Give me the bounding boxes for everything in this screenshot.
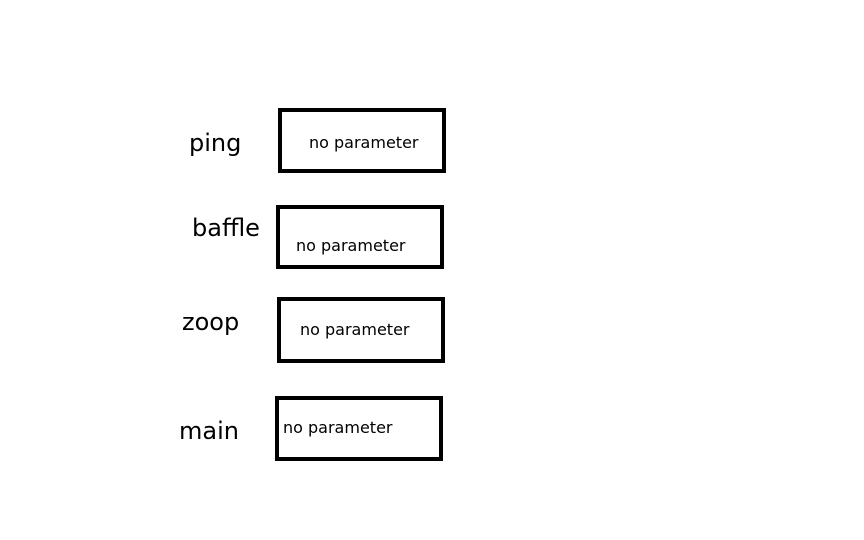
parameter-text-baffle: no parameter xyxy=(296,236,406,255)
parameter-text-ping: no parameter xyxy=(309,133,419,152)
parameter-box-baffle: no parameter xyxy=(276,205,444,269)
parameter-text-zoop: no parameter xyxy=(300,320,410,339)
parameter-box-main: no parameter xyxy=(275,396,443,461)
parameter-box-zoop: no parameter xyxy=(277,297,445,363)
function-label-ping: ping xyxy=(189,129,242,157)
parameter-box-ping: no parameter xyxy=(278,108,446,173)
function-label-main: main xyxy=(179,417,239,445)
parameter-text-main: no parameter xyxy=(283,418,393,437)
function-label-zoop: zoop xyxy=(182,308,240,336)
function-label-baffle: baffle xyxy=(192,214,260,242)
